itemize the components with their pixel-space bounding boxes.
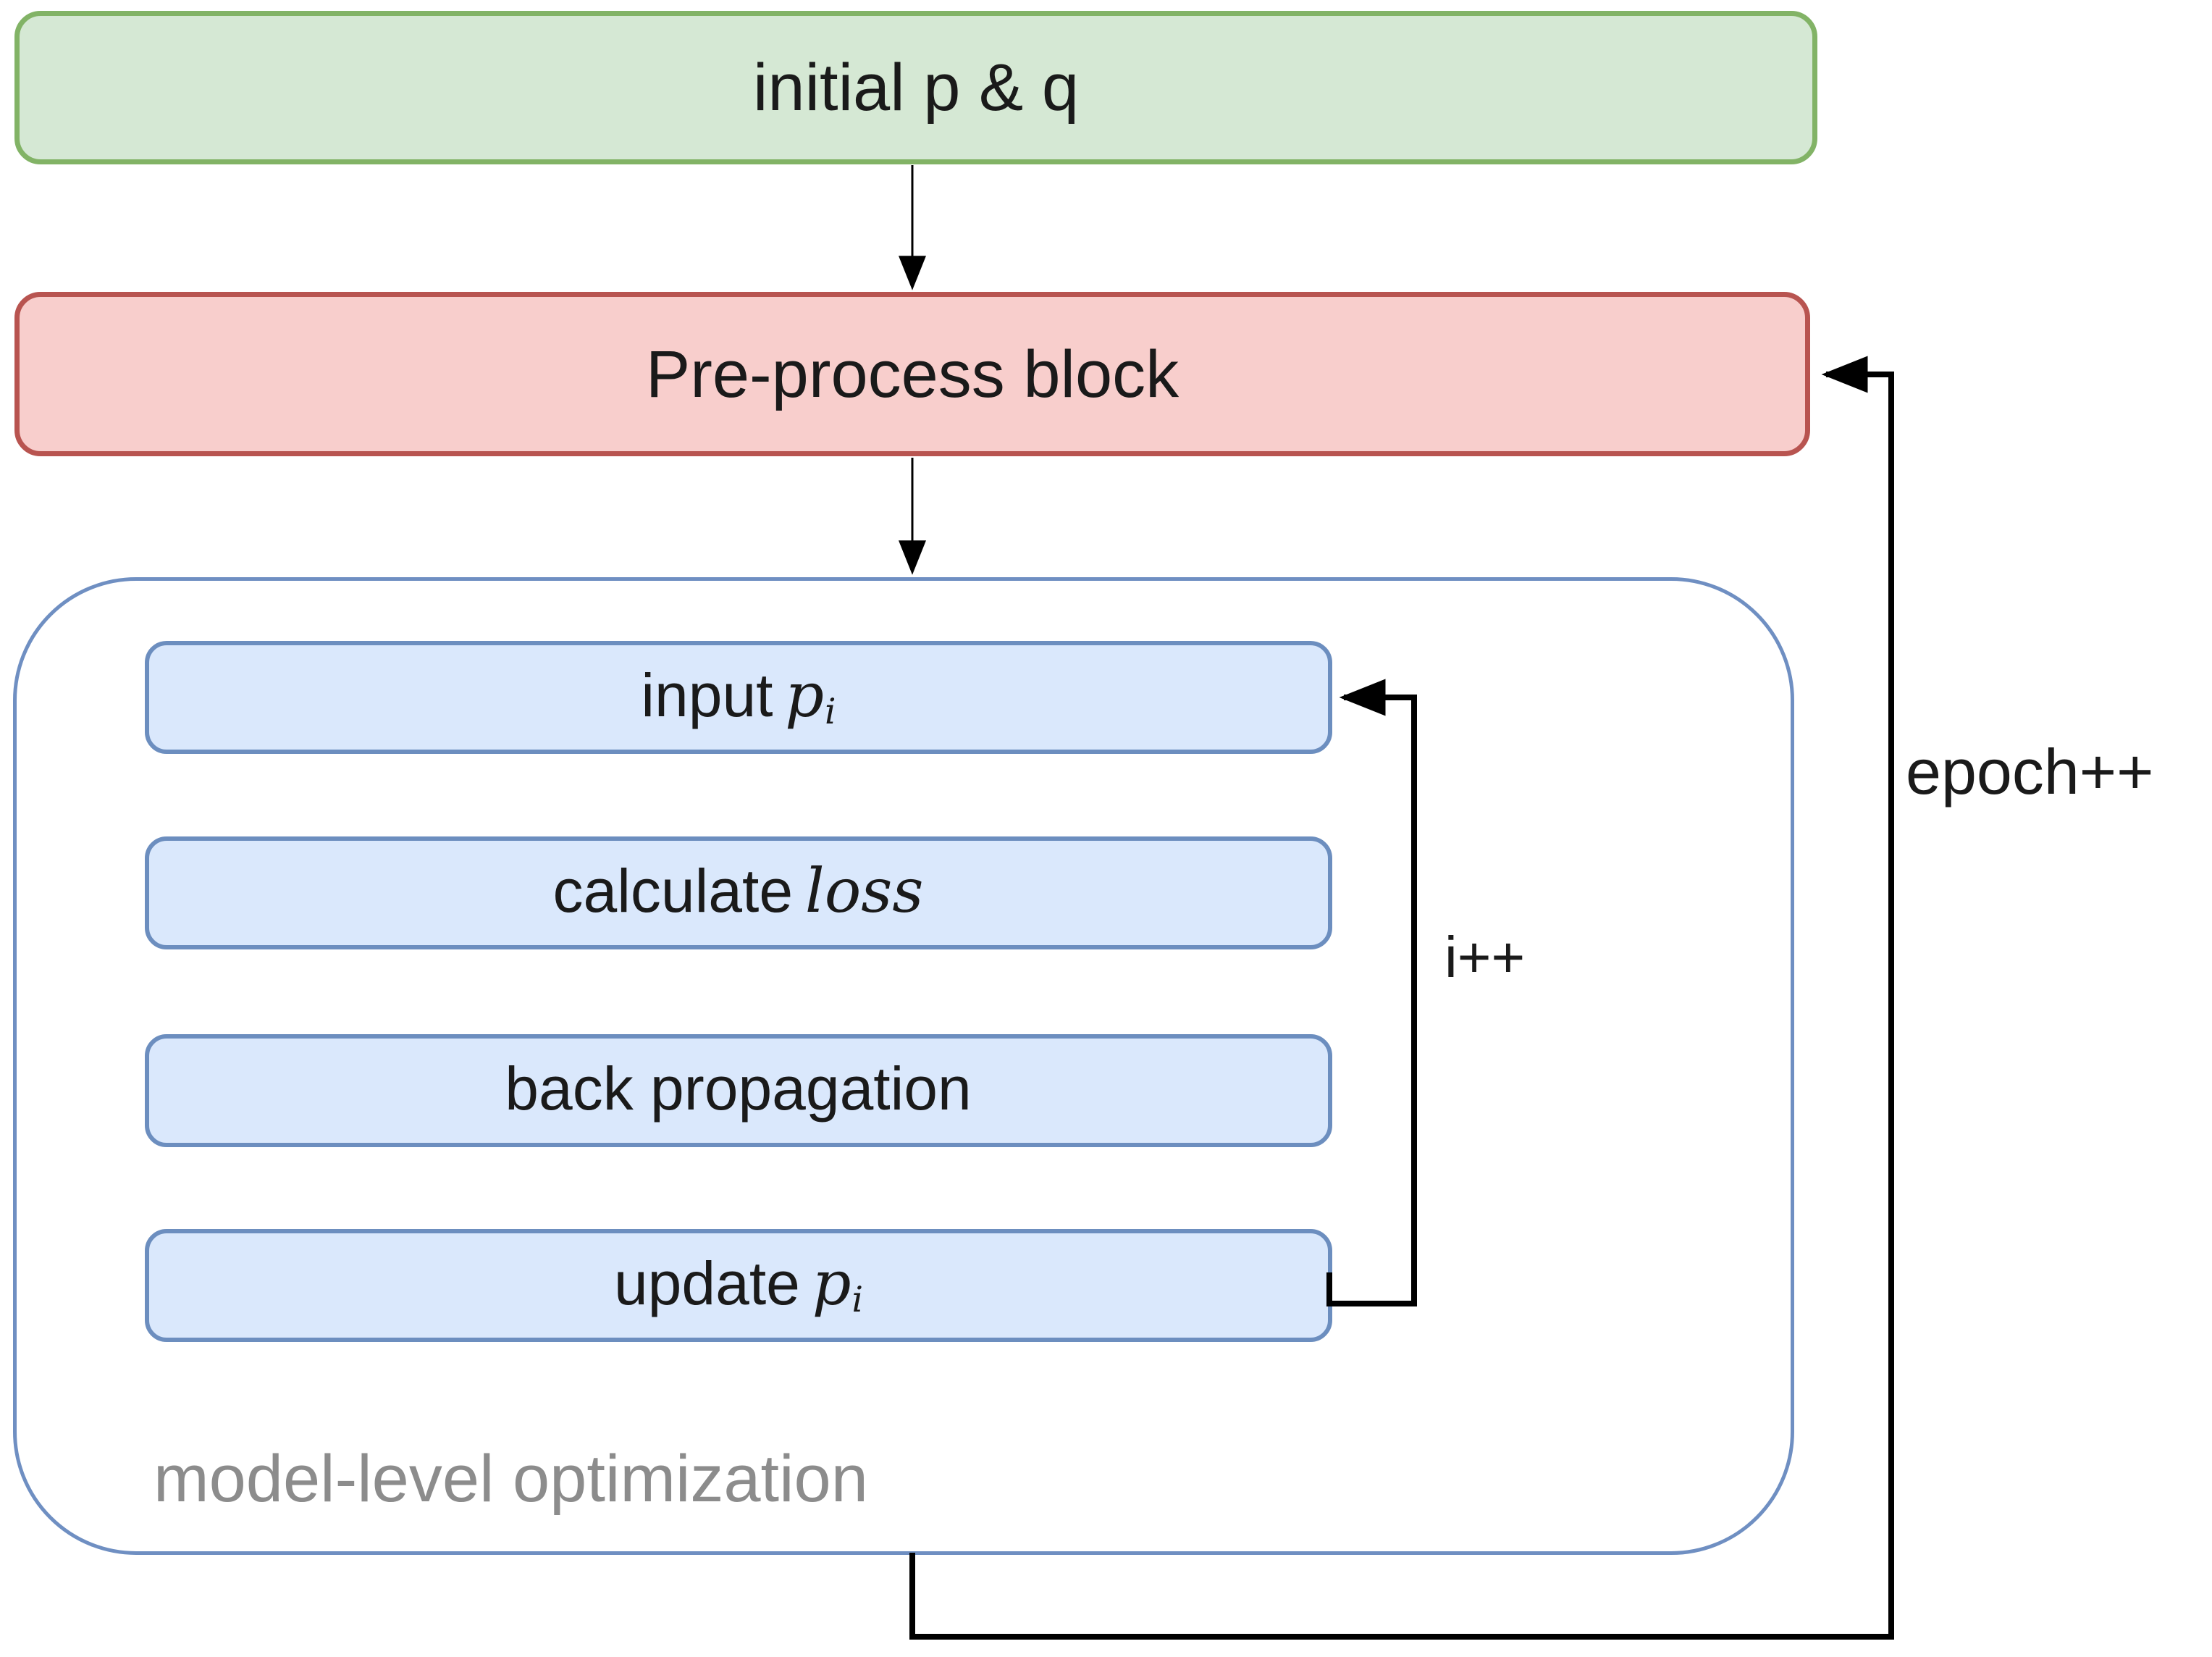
inner-loop-i-increment-label: i++ xyxy=(1444,925,1526,989)
preprocess-block-label: Pre-process block xyxy=(645,337,1179,411)
math-symbol: loss xyxy=(804,855,924,926)
math-subscript: i xyxy=(825,692,836,733)
step-back-propagation-node: back propagation xyxy=(145,1034,1332,1147)
math-symbol: p xyxy=(812,1247,851,1319)
step-text: input xyxy=(641,660,773,729)
preprocess-block-node: Pre-process block xyxy=(14,292,1810,456)
step-back-propagation-label: back propagation xyxy=(505,1058,972,1123)
step-text: update xyxy=(613,1249,800,1317)
outer-loop-epoch-increment-label: epoch++ xyxy=(1906,736,2154,807)
initial-pq-node: initial p & q xyxy=(14,11,1817,164)
math-symbol: p xyxy=(785,659,825,731)
step-text: calculate xyxy=(552,856,794,925)
model-level-optimization-label: model-level optimization xyxy=(154,1442,868,1516)
initial-pq-label: initial p & q xyxy=(752,51,1080,125)
step-text: back propagation xyxy=(505,1054,972,1123)
math-subscript: i xyxy=(851,1280,864,1321)
